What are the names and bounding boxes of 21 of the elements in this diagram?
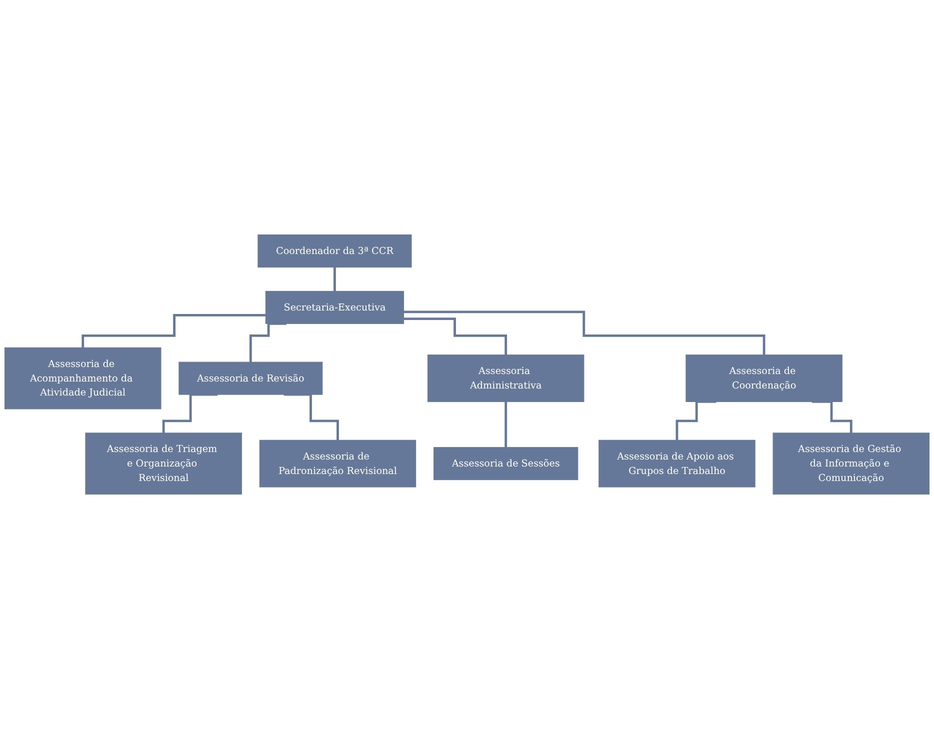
node-box: Assessoria de Coordenação bbox=[686, 354, 842, 402]
node-box: Assessoria de Apoio aos Grupos de Trabalho bbox=[598, 440, 756, 488]
node-box: Assessoria de Triagem e Organização Revisional bbox=[85, 432, 242, 495]
connector bbox=[504, 400, 508, 449]
connector bbox=[404, 310, 766, 356]
connector bbox=[162, 393, 218, 434]
node-box: Assessoria de Padronização Revisional bbox=[259, 440, 416, 488]
connector bbox=[82, 314, 266, 349]
node-box: Assessoria de Sessões bbox=[434, 447, 578, 480]
node-box: Secretaria-Executiva bbox=[265, 290, 404, 324]
node-box: Assessoria Administrativa bbox=[427, 354, 584, 402]
connector bbox=[676, 400, 716, 442]
connector bbox=[284, 393, 339, 442]
connector bbox=[404, 318, 508, 356]
connector bbox=[812, 400, 852, 434]
node-box: Coordenador da 3ª CCR bbox=[258, 234, 412, 268]
connector bbox=[334, 266, 336, 292]
node-box: Assessoria de Acompanhamento da Atividade Judicial bbox=[4, 347, 162, 410]
node-box: Assessoria de Gestão da Informação e Comunicação bbox=[772, 432, 930, 495]
connector bbox=[249, 322, 286, 364]
node-box: Assessoria de Revisão bbox=[178, 362, 323, 395]
